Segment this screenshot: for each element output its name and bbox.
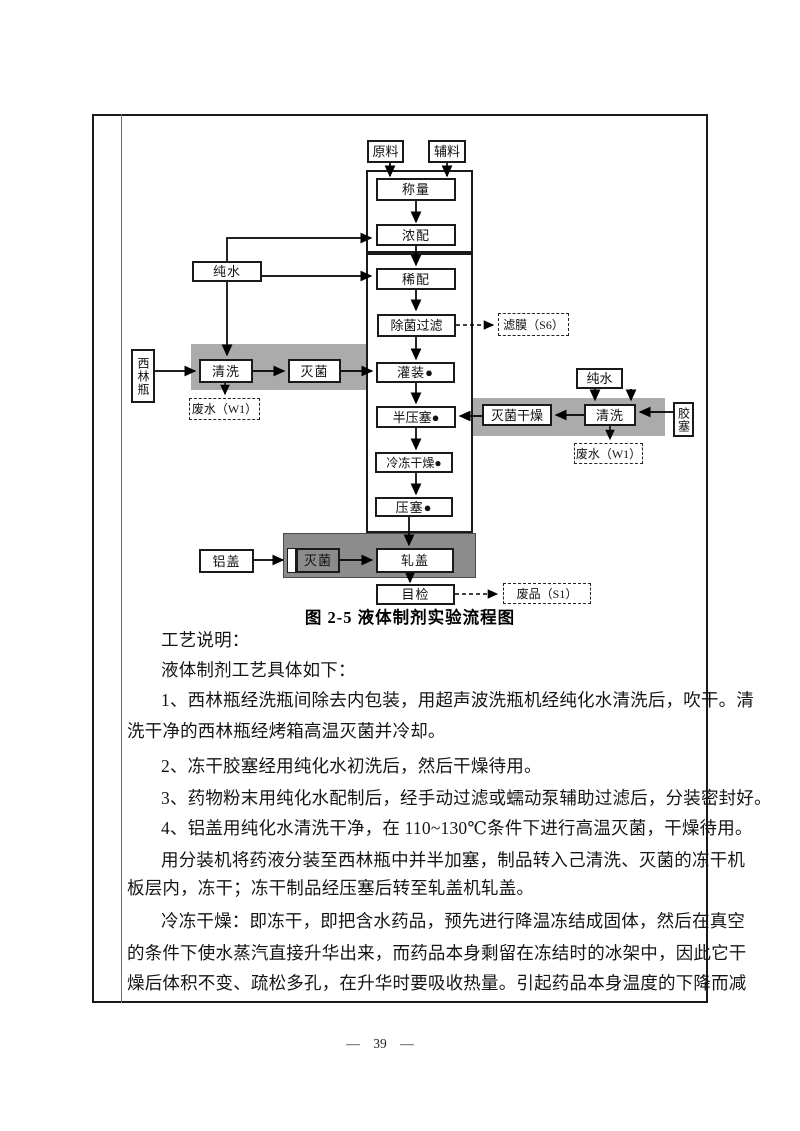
body-line: 2、冻干胶塞经用纯化水初洗后，然后干燥待用。: [161, 756, 542, 776]
small-white-block: [287, 548, 296, 573]
node-sterilize-left: 灭菌: [288, 359, 341, 383]
body-line: 液体制剂工艺具体如下：: [161, 660, 356, 680]
process-area-lower: [366, 253, 473, 533]
node-sterile-filtration: 除菌过滤: [377, 314, 456, 337]
node-dilute-prep: 稀配: [376, 268, 456, 290]
node-filling: 灌装●: [376, 362, 455, 383]
node-wastewater-left: 废水（W1）: [189, 398, 260, 420]
node-stoppering: 压塞●: [375, 497, 453, 517]
body-line: 板层内，冻干；冻干制品经压塞后转至轧盖机轧盖。: [127, 878, 535, 898]
node-pure-water-left: 纯水: [192, 261, 262, 282]
body-line: 1、西林瓶经洗瓶间除去内包装，用超声波洗瓶机经纯化水清洗后，吹干。清: [161, 690, 755, 710]
body-line: 冷冻干燥：即冻干，即把含水药品，预先进行降温冻结成固体，然后在真空: [161, 911, 746, 931]
node-concentrated-prep: 浓配: [376, 224, 456, 246]
node-pure-water-right: 纯水: [576, 368, 623, 389]
node-aluminum-cap: 铝盖: [199, 549, 254, 573]
node-raw-material: 原料: [367, 140, 404, 163]
node-rubber-stopper: 胶塞: [673, 402, 694, 437]
body-line: 3、药物粉末用纯化水配制后，经手动过滤或蠕动泵辅助过滤后，分装密封好。: [161, 788, 772, 808]
body-line: 工艺说明：: [161, 630, 250, 650]
node-capping: 轧盖: [376, 548, 454, 573]
node-wash-left: 清洗: [199, 359, 253, 383]
node-sterilize-drying: 灭菌干燥: [482, 404, 552, 426]
body-line: 洗干净的西林瓶经烤箱高温灭菌并冷却。: [127, 721, 446, 741]
body-line: 燥后体积不变、疏松多孔，在升华时要吸收热量。引起药品本身温度的下降而减: [127, 973, 747, 993]
body-line: 的条件下使水蒸汽直接升华出来，而药品本身剩留在冻结时的冰架中，因此它干: [127, 943, 747, 963]
node-wash-right: 清洗: [584, 404, 636, 426]
node-freeze-drying: 冷冻干燥●: [375, 452, 453, 473]
node-half-stoppering: 半压塞●: [376, 406, 456, 428]
body-line: 4、铝盖用纯化水清洗干净，在 110~130℃条件下进行高温灭菌，干燥待用。: [161, 818, 753, 838]
node-vial: 西林瓶: [131, 349, 155, 403]
node-sterilize-bottom: 灭菌: [296, 548, 340, 573]
body-line: 用分装机将药液分装至西林瓶中并半加塞，制品转入己清洗、灭菌的冻干机: [161, 850, 746, 870]
table-column-divider: [121, 114, 122, 1003]
page-number: — 39 —: [346, 1036, 414, 1051]
node-waste-product: 废品（S1）: [503, 583, 591, 604]
node-wastewater-right: 废水（W1）: [574, 443, 643, 464]
node-auxiliary-material: 辅料: [428, 140, 466, 163]
node-weighing: 称量: [376, 178, 456, 201]
figure-caption: 图 2-5 液体制剂实验流程图: [304, 608, 516, 627]
node-filter-membrane: 滤膜（S6）: [498, 313, 569, 336]
node-visual-inspection: 目检: [376, 584, 455, 605]
